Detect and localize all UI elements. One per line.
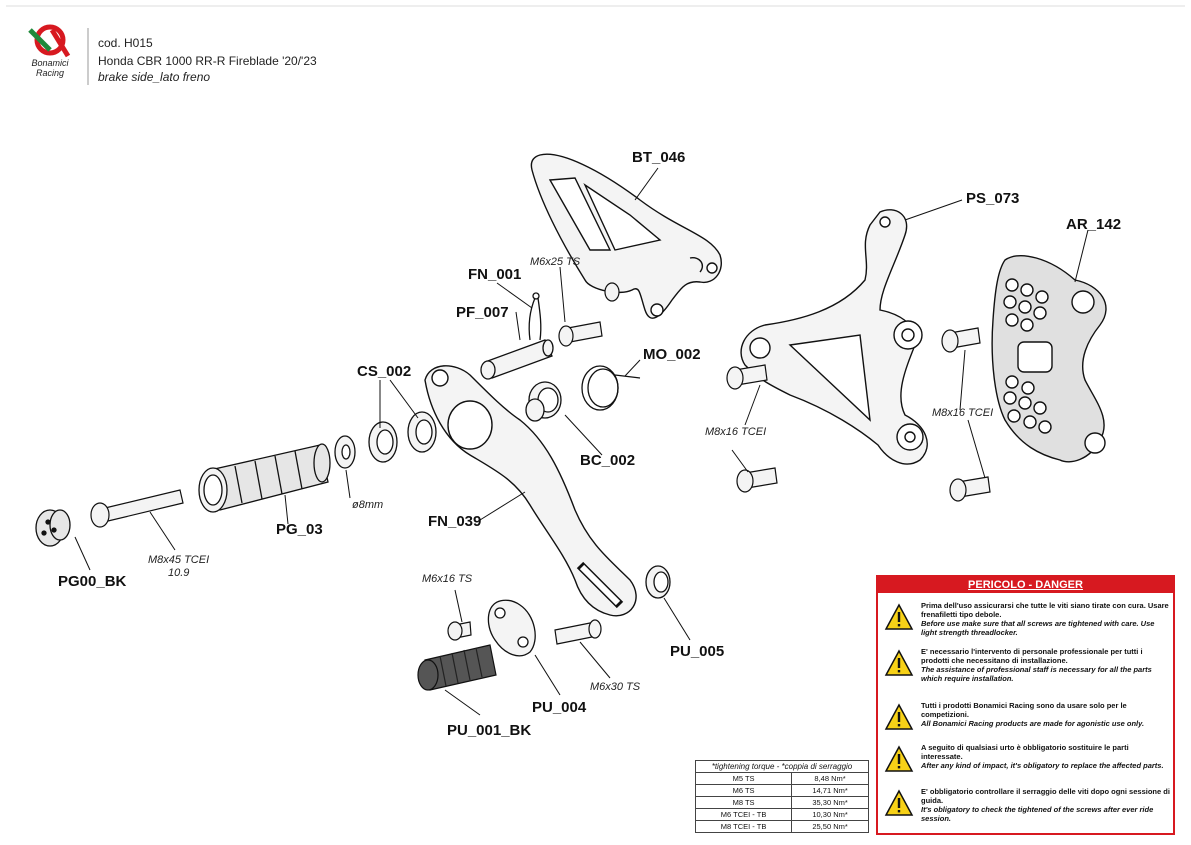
cs-002-bearings <box>368 411 437 463</box>
pu-005-spacer <box>645 565 671 599</box>
table-row: M5 TS 8,48 Nm* <box>694 772 869 785</box>
note-d8: ø8mm <box>352 499 383 511</box>
label-pu-004: PU_004 <box>532 699 587 716</box>
pf-007-pin <box>480 339 554 380</box>
note-m8x16-left: M8x16 TCEI <box>705 426 766 438</box>
torque-header: *tightening torque - *coppia di serraggi… <box>695 760 869 773</box>
label-bt-046: BT_046 <box>632 149 685 166</box>
bc-002-bushing <box>525 381 562 422</box>
note-m8x16-right: M8x16 TCEI <box>932 407 993 419</box>
m8x45-bolt <box>90 489 184 528</box>
danger-item: Prima dell'uso assicurarsi che tutte le … <box>878 597 1173 643</box>
label-fn-039: FN_039 <box>428 513 481 530</box>
danger-text-en: All Bonamici Racing products are made fo… <box>921 719 1145 728</box>
table-row: M8 TS 35,30 Nm* <box>694 796 869 809</box>
note-m6x25: M6x25 TS <box>530 256 581 268</box>
danger-text-en: Before use make sure that all screws are… <box>921 619 1155 637</box>
torque-screw: M8 TCEI - TB <box>694 820 793 833</box>
warning-icon <box>884 789 914 816</box>
label-pg00-bk: PG00_BK <box>58 573 127 590</box>
danger-text-it: E' obbligatorio controllare il serraggio… <box>921 787 1170 805</box>
danger-text-en: After any kind of impact, it's obligator… <box>921 761 1164 770</box>
pg-03-footpeg <box>198 443 331 513</box>
ps-073-rear-plate <box>740 209 928 465</box>
table-row: M6 TCEI - TB 10,30 Nm* <box>694 808 869 821</box>
torque-screw: M6 TS <box>694 784 793 797</box>
warning-icon <box>884 745 914 772</box>
note-grade: 10.9 <box>168 567 189 579</box>
danger-text-it: A seguito di qualsiasi urto è obbligator… <box>921 743 1129 761</box>
m8x16-bolts <box>726 327 991 502</box>
bonamici-logo <box>28 24 71 58</box>
m6x16-bolt <box>447 621 472 641</box>
danger-text-it: Prima dell'uso assicurarsi che tutte le … <box>921 601 1169 619</box>
note-m6x16: M6x16 TS <box>422 573 473 585</box>
mo-002-spring <box>581 365 641 411</box>
danger-item: E' necessario l'intervento di personale … <box>878 643 1173 689</box>
label-ar-142: AR_142 <box>1066 216 1121 233</box>
m6x25-bolt <box>558 282 620 347</box>
danger-text-it: E' necessario l'intervento di personale … <box>921 647 1143 665</box>
label-pu-005: PU_005 <box>670 643 724 660</box>
label-pf-007: PF_007 <box>456 304 509 321</box>
table-row: M6 TS 14,71 Nm* <box>694 784 869 797</box>
torque-value: 35,30 Nm* <box>791 796 869 809</box>
torque-screw: M5 TS <box>694 772 793 785</box>
note-m6x30: M6x30 TS <box>590 681 641 693</box>
torque-screw: M6 TCEI - TB <box>694 808 793 821</box>
fn-001-split-pin <box>528 292 542 341</box>
doc-code: cod. H015 <box>98 36 153 50</box>
label-cs-002: CS_002 <box>357 363 411 380</box>
ar-142-plate <box>991 255 1107 463</box>
note-m8x45: M8x45 TCEI <box>148 554 209 566</box>
doc-model: Honda CBR 1000 RR-R Fireblade '20/'23 <box>98 54 317 68</box>
danger-text-it: Tutti i prodotti Bonamici Racing sono da… <box>921 701 1127 719</box>
washer-d8 <box>334 435 356 469</box>
danger-text-en: The assistance of professional staff is … <box>921 665 1152 683</box>
warning-icon <box>884 603 914 630</box>
m6x30-bolt <box>554 619 602 645</box>
label-ps-073: PS_073 <box>966 190 1019 207</box>
danger-title: PERICOLO - DANGER <box>878 577 1173 593</box>
label-bc-002: BC_002 <box>580 452 635 469</box>
torque-table: *tightening torque - *coppia di serraggi… <box>694 760 869 833</box>
table-row: M8 TCEI - TB 25,50 Nm* <box>694 820 869 833</box>
torque-value: 25,50 Nm* <box>791 820 869 833</box>
pg00-bk-end-cap <box>35 509 71 547</box>
danger-text-en: It's obligatory to check the tightened o… <box>921 805 1154 823</box>
warning-icon <box>884 703 914 730</box>
label-fn-001: FN_001 <box>468 266 521 283</box>
danger-item: Tutti i prodotti Bonamici Racing sono da… <box>878 697 1173 743</box>
pu-004-link <box>487 599 536 657</box>
warning-icon <box>884 649 914 676</box>
bt-046-heel-plate <box>530 153 722 319</box>
label-pu-001-bk: PU_001_BK <box>447 722 531 739</box>
torque-value: 10,30 Nm* <box>791 808 869 821</box>
label-pg-03: PG_03 <box>276 521 323 538</box>
torque-value: 8,48 Nm* <box>791 772 869 785</box>
fn-039-lever <box>424 365 637 617</box>
danger-box: PERICOLO - DANGER Prima dell'uso assicur… <box>876 575 1175 835</box>
danger-item: E' obbligatorio controllare il serraggio… <box>878 783 1173 829</box>
pu-001-bk-peg <box>417 644 497 691</box>
torque-value: 14,71 Nm* <box>791 784 869 797</box>
leader-lines <box>74 167 1089 716</box>
torque-screw: M8 TS <box>694 796 793 809</box>
doc-side: brake side_lato freno <box>98 70 211 84</box>
label-mo-002: MO_002 <box>643 346 701 363</box>
logo-text: Bonamici Racing <box>31 58 69 78</box>
danger-item: A seguito di qualsiasi urto è obbligator… <box>878 739 1173 785</box>
